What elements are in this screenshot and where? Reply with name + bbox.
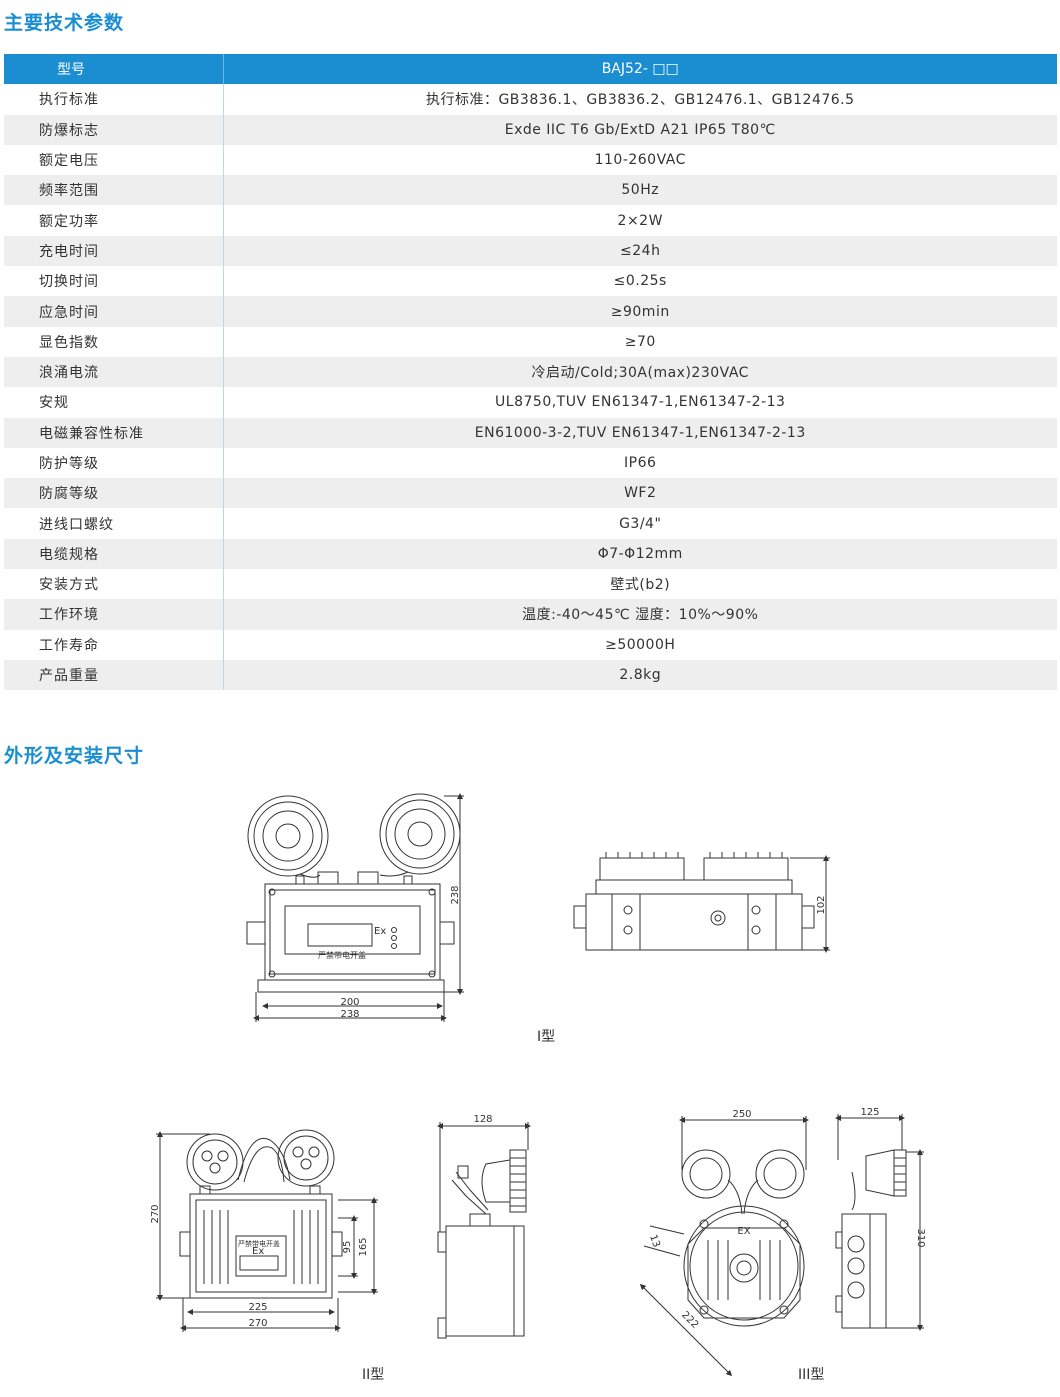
type1-dim-238-height: 238: [450, 885, 461, 904]
spec-value: IP66: [223, 447, 1057, 479]
type3-caption: III型: [798, 1367, 825, 1383]
spec-value: ≥50000H: [223, 629, 1057, 660]
spec-value: 执行标准：GB3836.1、GB3836.2、GB12476.1、GB12476…: [223, 84, 1057, 115]
spec-value: G3/4": [223, 508, 1057, 539]
spec-row: 浪涌电流冷启动/Cold;30A(max)230VAC: [4, 356, 1057, 388]
spec-value: ≥90min: [223, 296, 1057, 327]
spec-label: 电磁兼容性标准: [4, 417, 224, 448]
spec-value: 2.8kg: [223, 659, 1057, 691]
spec-value: UL8750,TUV EN61347-1,EN61347-2-13: [223, 387, 1057, 418]
type2-dim-225: 225: [248, 1302, 267, 1313]
type2-front-view: [156, 1129, 378, 1332]
type1-ex-label: Ex: [374, 926, 386, 937]
type1-side-view: [573, 852, 830, 953]
type1-warning-label: 严禁带电开盖: [318, 950, 366, 960]
spec-label: 工作环境: [4, 599, 224, 630]
specs-section-title: 主要技术参数: [4, 12, 125, 34]
spec-value: 50Hz: [223, 175, 1057, 206]
spec-value: WF2: [223, 478, 1057, 509]
spec-table-header: 型号 BAJ52- □□: [4, 54, 1057, 85]
type2-warning-label: 严禁带电开盖: [238, 1239, 280, 1248]
spec-value: 110-260VAC: [223, 144, 1057, 176]
type1-dim-102: 102: [816, 895, 827, 914]
type3-ex-label: EX: [737, 1226, 750, 1237]
spec-label: 安装方式: [4, 569, 224, 600]
spec-label: 电缆规格: [4, 538, 224, 570]
spec-value: EN61000-3-2,TUV EN61347-1,EN61347-2-13: [223, 417, 1057, 448]
type2-dim-270-height: 270: [150, 1204, 161, 1223]
type3-dim-250: 250: [732, 1109, 751, 1120]
spec-label: 安规: [4, 387, 224, 418]
spec-row: 工作寿命≥50000H: [4, 629, 1057, 660]
type2-caption: II型: [362, 1367, 385, 1383]
type1-dim-200: 200: [340, 997, 359, 1008]
type2-dim-95: 95: [342, 1241, 353, 1254]
spec-row: 执行标准执行标准：GB3836.1、GB3836.2、GB12476.1、GB1…: [4, 84, 1057, 115]
spec-row: 安装方式壁式(b2): [4, 569, 1057, 600]
spec-label: 显色指数: [4, 326, 224, 357]
spec-value: Φ7-Φ12mm: [223, 538, 1057, 570]
spec-label: 产品重量: [4, 659, 224, 691]
spec-row: 切换时间≤0.25s: [4, 266, 1057, 297]
spec-value: 壁式(b2): [223, 569, 1057, 600]
spec-value: Exde IIC T6 Gb/ExtD A21 IP65 T80℃: [223, 114, 1057, 145]
spec-row: 充电时间≤24h: [4, 235, 1057, 267]
type3-side-view: [835, 1114, 924, 1331]
type2-ex-label: Ex: [252, 1246, 264, 1257]
type1-dim-238-width: 238: [340, 1009, 359, 1020]
type2-dim-165: 165: [358, 1237, 369, 1256]
spec-row: 工作环境温度:-40～45℃ 湿度：10%～90%: [4, 599, 1057, 630]
spec-row: 显色指数≥70: [4, 326, 1057, 357]
spec-value: 冷启动/Cold;30A(max)230VAC: [223, 356, 1057, 388]
spec-value: ≤24h: [223, 235, 1057, 267]
spec-label: 额定功率: [4, 205, 224, 236]
spec-value: ≥70: [223, 326, 1057, 357]
spec-value: 2×2W: [223, 205, 1057, 236]
type1-caption: I型: [537, 1029, 556, 1045]
spec-label: 频率范围: [4, 175, 224, 206]
type2-dim-128: 128: [473, 1114, 492, 1125]
spec-value: ≤0.25s: [223, 266, 1057, 297]
spec-table: 型号 BAJ52- □□ 执行标准执行标准：GB3836.1、GB3836.2、…: [4, 54, 1057, 691]
spec-label: 应急时间: [4, 296, 224, 327]
spec-label: 工作寿命: [4, 629, 224, 660]
spec-label: 切换时间: [4, 266, 224, 297]
type2-side-view: [437, 1122, 531, 1339]
spec-label: 防爆标志: [4, 114, 224, 145]
spec-label: 进线口螺纹: [4, 508, 224, 539]
type1-front-view: [246, 793, 464, 1022]
header-model-value: BAJ52- □□: [223, 54, 1057, 85]
type3-dim-13: 13: [647, 1233, 662, 1249]
type3-front-view: [639, 1116, 809, 1377]
type3-dim-125: 125: [860, 1107, 879, 1118]
spec-label: 充电时间: [4, 235, 224, 267]
spec-value: 温度:-40～45℃ 湿度：10%～90%: [223, 599, 1057, 630]
type3-dim-222: 222: [679, 1310, 700, 1331]
spec-label: 执行标准: [4, 84, 224, 115]
dims-section-title: 外形及安装尺寸: [4, 745, 145, 767]
header-model-label: 型号: [4, 54, 224, 85]
type2-dim-270-width: 270: [248, 1318, 267, 1329]
spec-label: 浪涌电流: [4, 356, 224, 388]
spec-row: 应急时间≥90min: [4, 296, 1057, 327]
type3-dim-310: 310: [915, 1228, 926, 1247]
spec-label: 防护等级: [4, 447, 224, 479]
spec-label: 额定电压: [4, 144, 224, 176]
spec-label: 防腐等级: [4, 478, 224, 509]
